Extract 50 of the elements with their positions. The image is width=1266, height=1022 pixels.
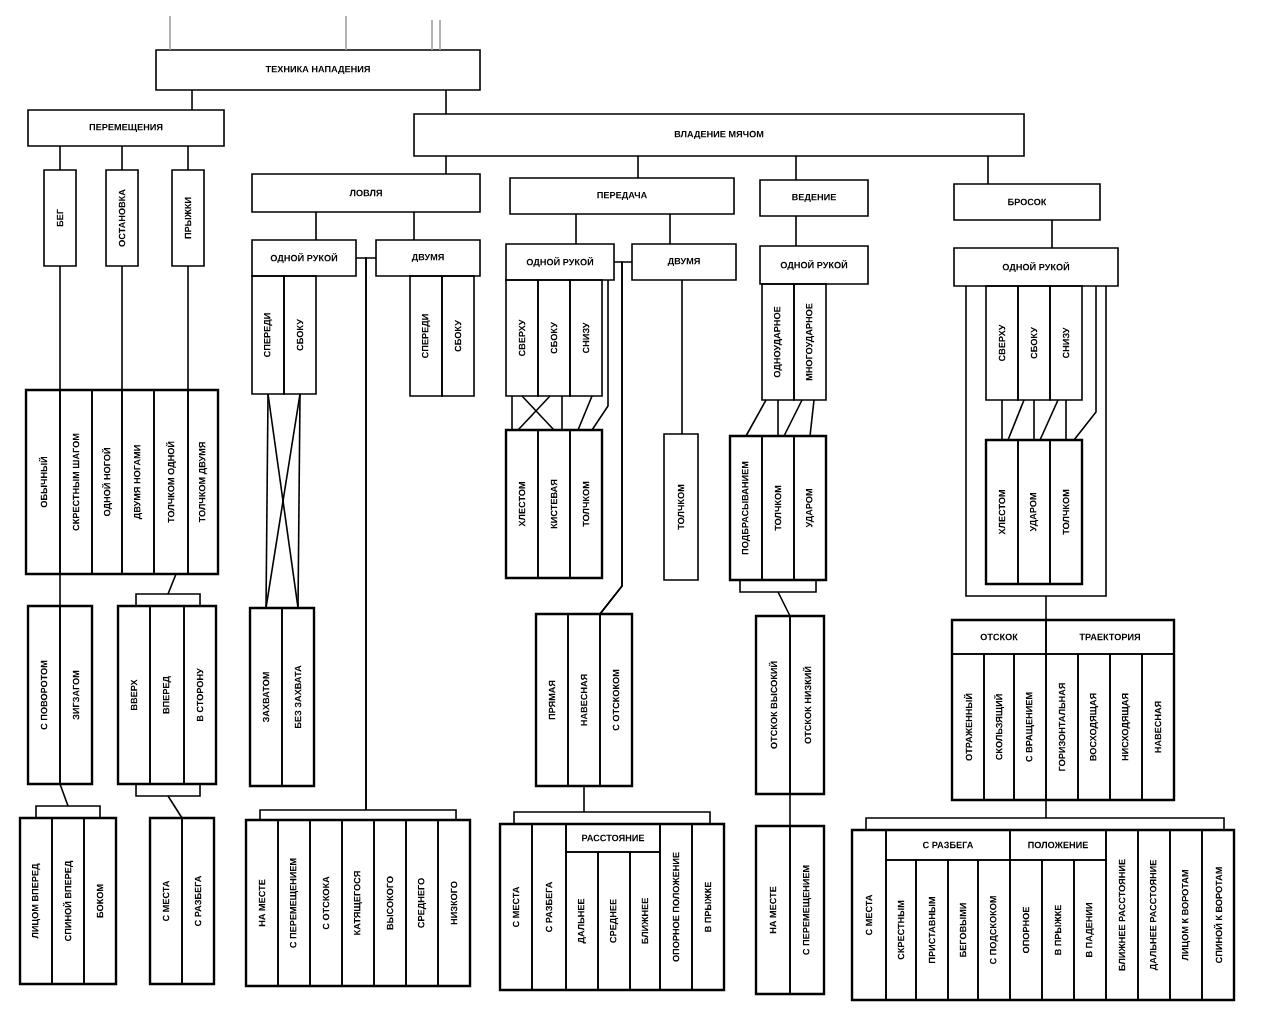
connector-line — [1073, 285, 1097, 441]
connector-line — [187, 145, 189, 171]
connector-line — [809, 399, 815, 437]
connector-line — [59, 265, 61, 391]
connector-line — [511, 395, 513, 431]
connector-line — [1033, 399, 1035, 441]
connector-line — [795, 155, 797, 181]
connector-line — [59, 573, 61, 607]
connector-line — [191, 89, 193, 111]
connector-line — [167, 795, 183, 819]
connector-line — [1001, 399, 1003, 441]
connector-line — [965, 285, 1107, 621]
connector-line — [681, 279, 683, 435]
connector-line — [345, 15, 347, 51]
connector-line — [297, 393, 301, 609]
connector-line — [561, 395, 563, 431]
connector-line — [167, 573, 177, 595]
connector-line — [59, 145, 61, 171]
connector-line — [987, 155, 989, 185]
connector-line — [439, 19, 441, 51]
connector-line — [583, 785, 585, 813]
connector-line — [1065, 399, 1067, 441]
connector-line — [445, 155, 447, 175]
connector-line — [1045, 799, 1047, 819]
connector-line — [1039, 399, 1059, 441]
connector-line — [577, 395, 593, 431]
connector-line — [413, 211, 415, 241]
connector-line — [783, 399, 803, 437]
connector-line — [121, 145, 123, 171]
connector-line — [59, 783, 69, 807]
connector-line — [365, 257, 377, 811]
connector-line — [591, 279, 609, 431]
connector-line — [669, 213, 671, 245]
connector-line — [169, 15, 171, 51]
connector-line — [431, 19, 433, 51]
connector-line — [265, 393, 269, 609]
connector-line — [789, 793, 791, 827]
connector-line — [315, 211, 317, 241]
connector-line — [1007, 399, 1025, 441]
connector-line — [599, 261, 633, 615]
connector-line — [777, 591, 791, 617]
connector-line — [637, 155, 639, 179]
connector-line — [1051, 219, 1053, 249]
connector-line — [445, 89, 447, 115]
connector-line — [575, 213, 577, 245]
connector-line — [121, 265, 123, 391]
connector-line — [795, 215, 797, 247]
connector-line — [745, 399, 767, 437]
connector-line — [187, 265, 189, 391]
connector-line — [777, 399, 779, 437]
